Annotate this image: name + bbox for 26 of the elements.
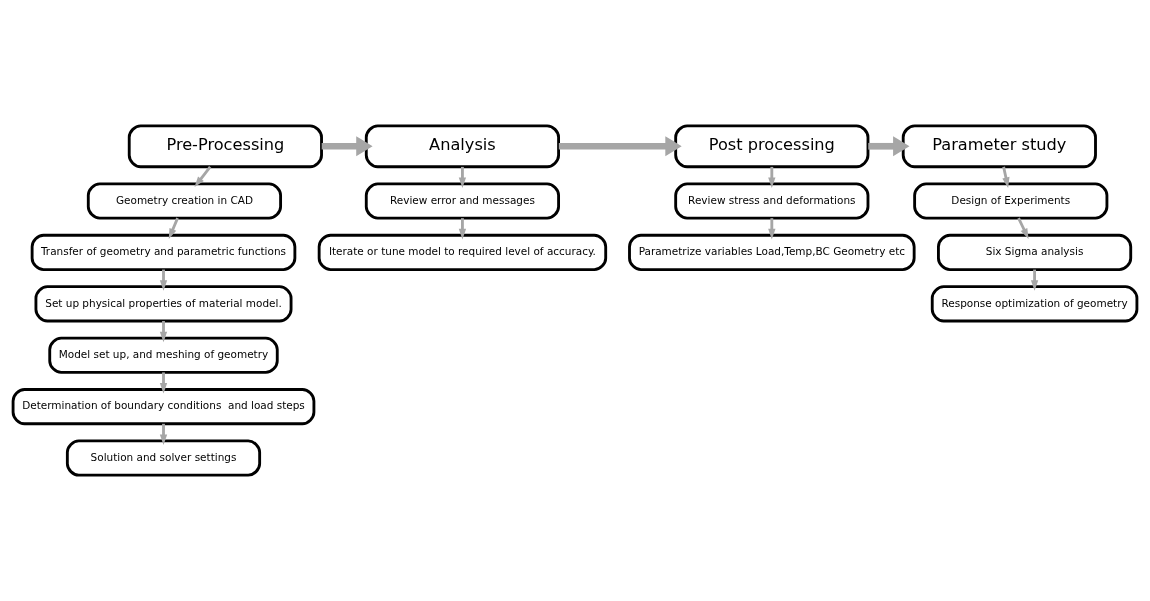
node-box: Solution and solver settings [65, 439, 262, 477]
node-box: Post processing [674, 124, 870, 169]
node-box: Determination of boundary conditions and load steps [11, 388, 316, 426]
arrow [1017, 217, 1029, 239]
node-box: Analysis [364, 124, 560, 169]
node-box: Response optimization of geometry [930, 285, 1139, 323]
node-box: Set up physical properties of material model. [34, 285, 293, 323]
node-box: Parametrize variables Load,Temp,BC Geometry etc [628, 233, 916, 271]
node-box: Review error and messages [364, 182, 560, 220]
node-box: Iterate or tune model to required level of accuracy. [317, 233, 608, 271]
node-box: Geometry creation in CAD [86, 182, 282, 220]
arrow [159, 423, 168, 446]
node-box: Pre-Processing [127, 124, 323, 169]
arrow [321, 136, 373, 157]
arrow [558, 136, 682, 157]
node-box: Model set up, and meshing of geometry [48, 336, 279, 374]
node-box: Six Sigma analysis [937, 233, 1133, 271]
arrow [159, 321, 168, 343]
node-box: Parameter study [901, 124, 1097, 169]
node-box: Design of Experiments [913, 182, 1109, 220]
arrow [768, 218, 776, 240]
node-box: Transfer of geometry and parametric functions [30, 233, 297, 271]
arrow [458, 218, 467, 240]
arrow [868, 136, 910, 157]
node-box: Review stress and deformations [674, 182, 870, 220]
arrow [159, 372, 168, 394]
